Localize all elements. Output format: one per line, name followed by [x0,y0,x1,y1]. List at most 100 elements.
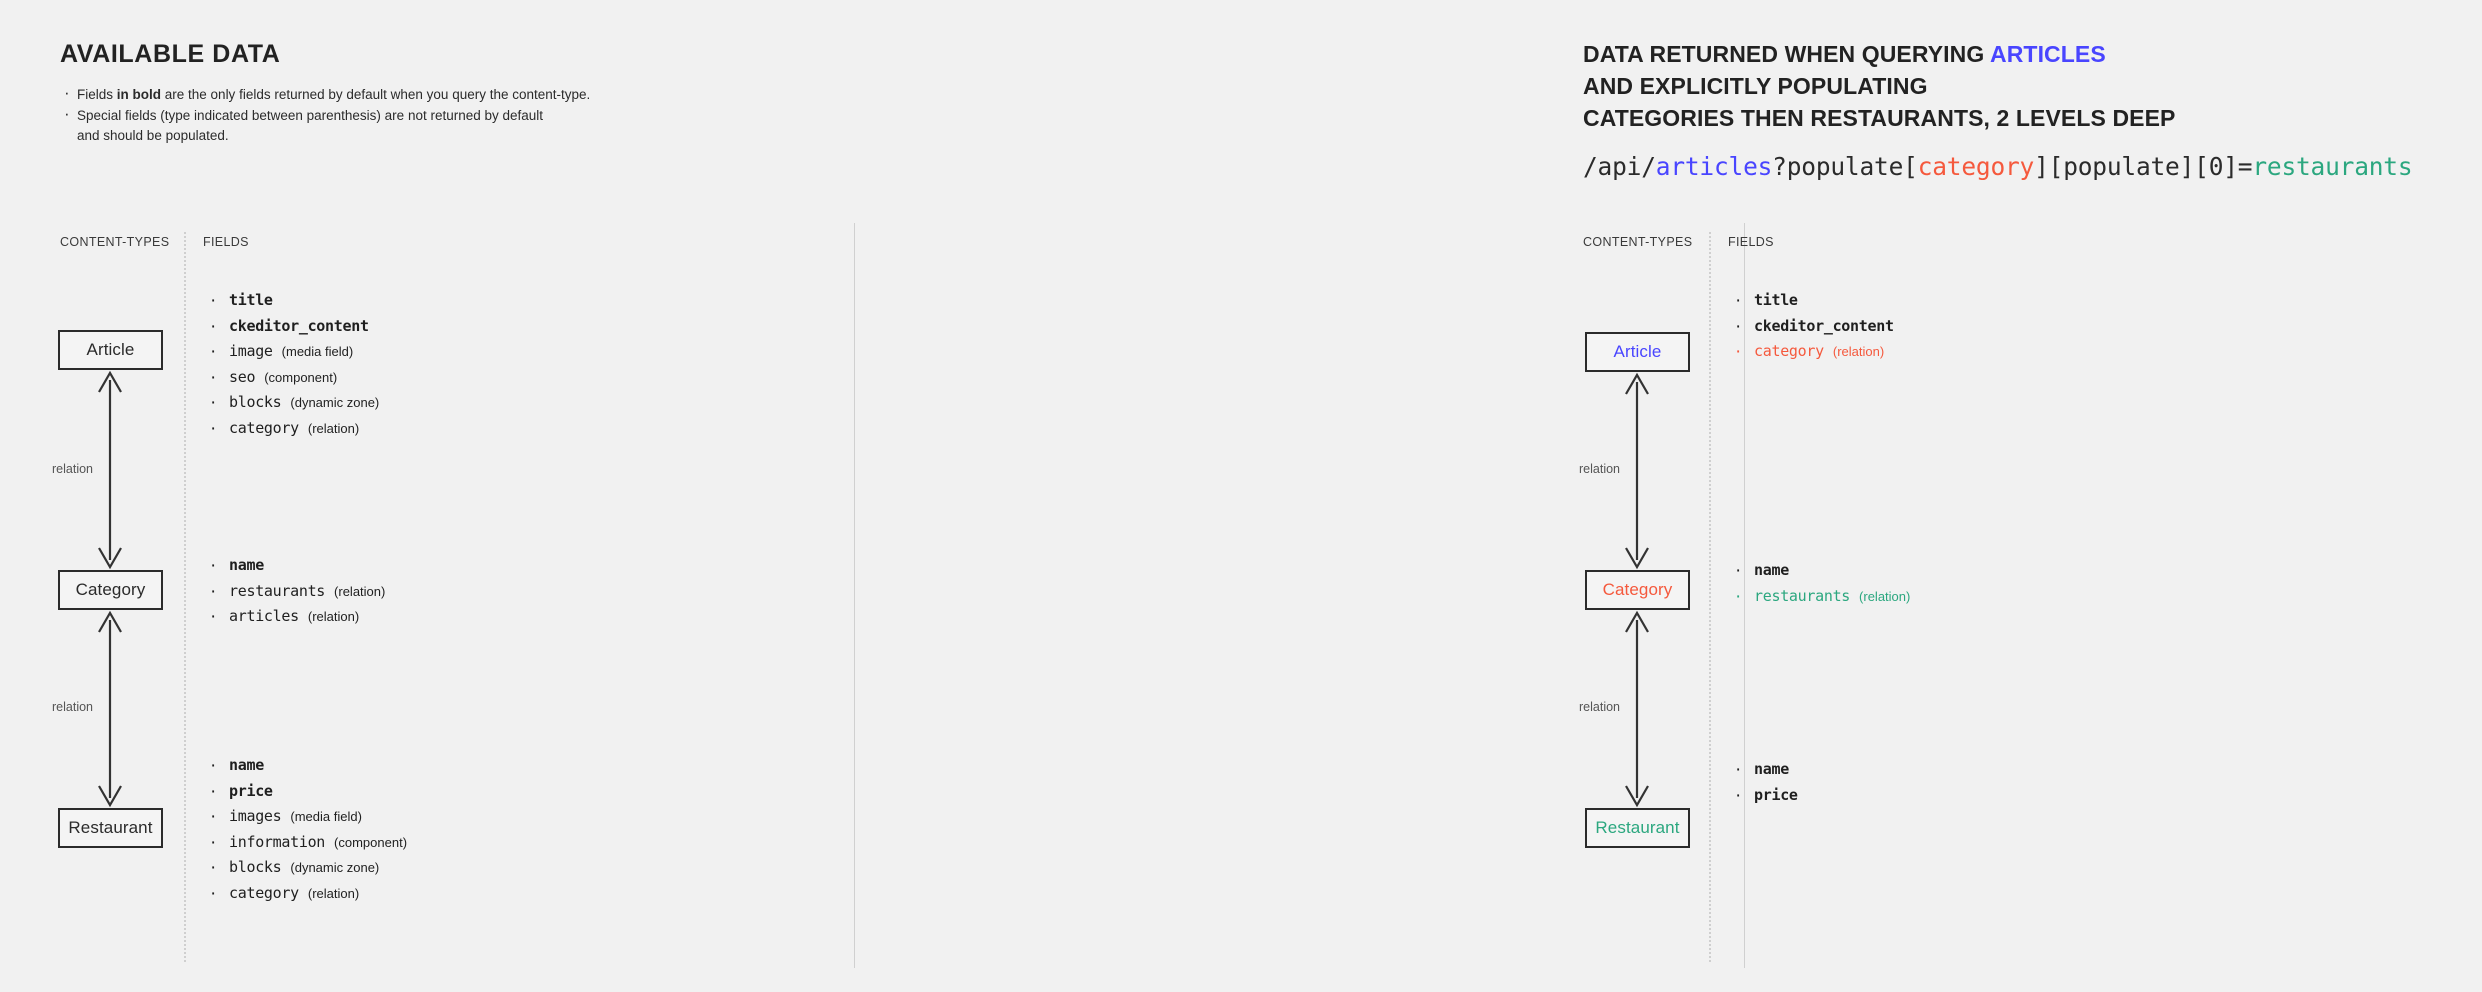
field-group-category: name restaurants (relation) articles (rela… [207,553,385,630]
field-type: (relation) [307,420,360,436]
field-name: images [229,807,282,825]
field-row: name [1732,757,1807,783]
field-type: (component) [334,834,408,850]
content-type-box-category[interactable]: Category [58,570,163,610]
field-name: restaurants [229,581,326,600]
heading-line: AND EXPLICITLY POPULATING [1583,73,1928,99]
col-label-content-types: CONTENT-TYPES [60,235,170,249]
relation-label: relation [52,462,93,476]
field-row: images(media field) [207,804,407,830]
field-name: ckeditor_content [1754,316,1894,335]
content-type-box-article[interactable]: Article [1585,332,1690,372]
relation-arrow-article-category [1617,372,1657,570]
field-name: title [1754,291,1798,309]
field-row: category (relation) [1732,339,1903,365]
content-type-box-restaurant[interactable]: Restaurant [58,808,163,848]
field-type: (dynamic zone) [290,860,380,875]
field-row: articles (relation) [207,604,385,630]
field-group-restaurant: name price images(media field) informati… [207,753,407,906]
field-type: (relation) [1859,588,1911,604]
note-pre: Fields [77,87,117,102]
relation-label: relation [1579,462,1620,476]
col-label-content-types: CONTENT-TYPES [1583,235,1693,249]
field-type: (relation) [307,885,360,901]
field-group-restaurant: name price [1732,757,1807,808]
panel-2-heading: DATA RETURNED WHEN QUERYING ARTICLES AND… [1583,38,2175,134]
col-label-fields: FIELDS [1728,235,1774,249]
content-type-box-restaurant[interactable]: Restaurant [1585,808,1690,848]
field-type: (component) [264,369,338,385]
field-name: blocks [229,858,282,876]
content-type-box-article[interactable]: Article [58,330,163,370]
field-name: price [229,781,273,800]
field-name: image [229,342,273,360]
field-name: name [229,556,264,574]
field-type: (media field) [281,344,354,359]
field-row: name [207,753,407,779]
field-row: seo (component) [207,365,379,391]
note-bold: in bold [116,87,162,102]
field-name: name [1754,760,1789,778]
field-row: price [1732,783,1807,809]
field-name: articles [229,607,299,625]
relation-arrow-category-restaurant [1617,610,1657,808]
field-group-category: name restaurants(relation) [1732,558,1910,609]
relation-label: relation [52,700,93,714]
fields-dotted-divider [184,232,186,962]
field-row: blocks (dynamic zone) [207,855,407,881]
field-row: price [207,779,407,805]
panel-querying-categories: DATA RETURNED WHEN QUERYING CATEGORIES A… [1745,0,2482,992]
field-name: category [1754,342,1824,360]
note-post: are the only fields returned by default … [161,87,591,102]
fields-dotted-divider [1709,232,1711,962]
field-name: name [1754,561,1789,579]
field-name: blocks [229,393,282,411]
heading-accent: ARTICLES [1990,41,2106,67]
url-segment: category [1917,152,2035,181]
note-item: Special fields (type indicated between p… [60,104,590,146]
field-row: image (media field) [207,339,379,365]
url-segment: restaurants [2252,152,2413,181]
field-type: (relation) [334,583,386,599]
field-row: ckeditor_content [1732,314,1903,340]
field-name: name [229,756,264,774]
heading-line: AVAILABLE DATA [60,40,281,68]
col-label-fields: FIELDS [203,235,249,249]
field-row: category (relation) [207,416,379,442]
field-type: (relation) [1832,344,1885,359]
field-group-article: title ckeditor_content category (relation… [1732,288,1903,365]
panel-querying-articles: DATA RETURNED WHEN QUERYING ARTICLES AND… [855,0,2413,992]
note-item: Fields in bold are the only fields retur… [60,83,591,105]
relation-arrow-category-restaurant [90,610,130,808]
relation-arrow-article-category [90,370,130,570]
field-name: price [1754,785,1798,804]
url-segment: /api/ [1583,152,1656,181]
heading-line: CATEGORIES THEN RESTAURANTS, 2 LEVELS DE… [1583,105,2176,131]
field-row: ckeditor_content [207,314,379,340]
content-type-box-category[interactable]: Category [1585,570,1690,610]
relation-label: relation [1579,700,1620,714]
field-type: (dynamic zone) [290,395,380,410]
field-name: category [229,418,299,437]
panel-divider-1 [854,223,855,968]
field-name: information [229,832,326,851]
field-row: information (component) [207,830,407,856]
panel-1-notes: Fields in bold are the only fields retur… [60,83,591,147]
field-name: title [229,291,273,309]
field-row: restaurants (relation) [207,579,385,605]
field-row: title [1732,288,1903,314]
field-row: blocks (dynamic zone) [207,390,379,416]
url-segment: ][populate][0]= [2034,152,2253,181]
url-segment: articles [1655,152,1773,181]
field-name: seo [229,367,256,386]
note-pre: Special fields (type indicated between p… [77,108,544,143]
heading-line: DATA RETURNED WHEN QUERYING ARTICLES [1583,38,2175,70]
field-type: (relation) [307,609,360,624]
field-row: title [207,288,379,314]
heading-text: DATA RETURNED WHEN QUERYING [1583,41,1990,67]
url-segment: ?populate[ [1772,152,1918,181]
field-name: ckeditor_content [229,316,369,335]
field-name: category [229,883,299,902]
field-row: name [1732,558,1910,584]
